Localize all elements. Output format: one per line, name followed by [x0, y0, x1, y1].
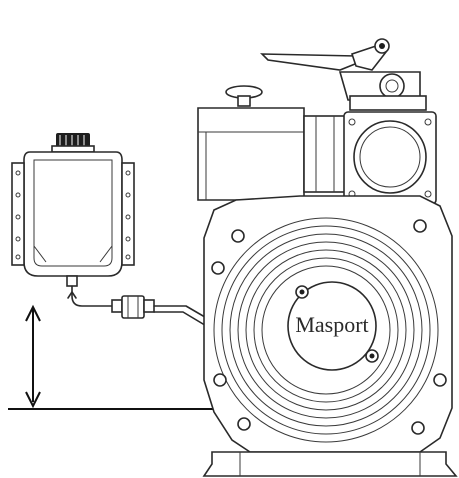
- brand-label: Masport: [295, 312, 368, 337]
- engine: [197, 38, 437, 205]
- tank-side-bracket-left: [11, 162, 25, 266]
- tank-body: [23, 151, 123, 277]
- pump-cover-plate: [287, 281, 377, 371]
- height-dimension: [25, 304, 41, 409]
- pump-casing: Masport: [202, 195, 458, 477]
- engine-housing: [197, 107, 305, 201]
- pump-base: [202, 451, 458, 477]
- inline-fuel-filter: [111, 295, 155, 319]
- engine-cap: [225, 85, 263, 107]
- throttle-lever: [260, 53, 362, 71]
- priming-tank: [11, 133, 135, 287]
- tank-cap: [51, 133, 95, 153]
- tank-side-bracket-right: [121, 162, 135, 266]
